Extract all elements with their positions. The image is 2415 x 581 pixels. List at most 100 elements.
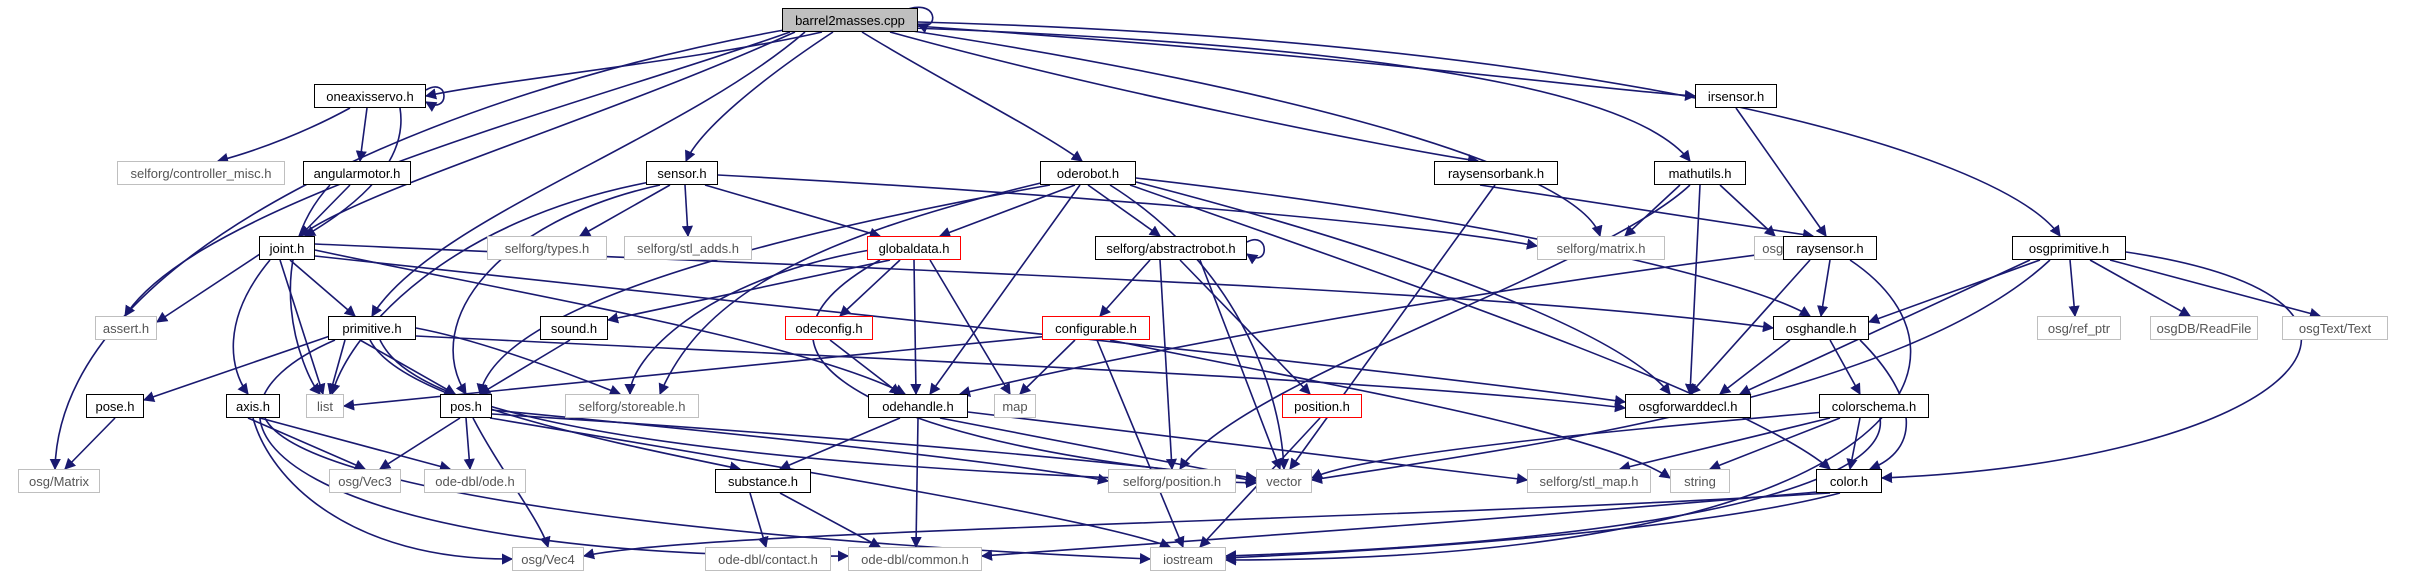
edge-oderobot-osgforwarddecl (1135, 181, 1671, 395)
edge-barrel2masses-osg-matrix (49, 29, 785, 471)
node-mathutils-h[interactable]: mathutils.h (1654, 161, 1746, 185)
edge-oneaxisservo-angularmotor (355, 107, 368, 163)
edge-joint-list (279, 259, 326, 396)
node-position-h[interactable]: position.h (1282, 394, 1362, 418)
node-pose-h[interactable]: pose.h (86, 394, 144, 418)
edge-barrel2masses-joint (299, 31, 796, 237)
node-odehandle-h[interactable]: odehandle.h (868, 394, 968, 418)
edge-oderobot-odehandle (929, 184, 1081, 395)
node-ode-dbl-common-h: ode-dbl/common.h (848, 547, 982, 571)
node-osg-vec3: osg/Vec3 (329, 469, 401, 493)
node-raysensorbank-h[interactable]: raysensorbank.h (1434, 161, 1558, 185)
node-osg-vec4: osg/Vec4 (512, 547, 584, 571)
edge-barrel2masses-osgprimitive (917, 21, 2061, 237)
node-globaldata-h[interactable]: globaldata.h (867, 236, 961, 260)
edge-joint-assert (156, 253, 261, 323)
edge-sensor-selforg-matrix (717, 174, 1539, 250)
edge-colorschema-color (1846, 417, 1861, 471)
edge-abstractrobot-selforg-position (1159, 259, 1178, 471)
node-pos-h[interactable]: pos.h (440, 394, 492, 418)
edge-odehandle-ode-common (910, 417, 922, 549)
edge-globaldata-map (929, 259, 1011, 395)
edge-axis-osg-vec4 (252, 417, 514, 565)
edge-sound-pos (479, 339, 571, 395)
edge-configurable-map (1019, 339, 1076, 395)
node-sound-h[interactable]: sound.h (540, 316, 608, 340)
node-raysensor-h[interactable]: raysensor.h (1783, 236, 1877, 260)
node-string: string (1670, 469, 1730, 493)
node-color-h[interactable]: color.h (1816, 469, 1882, 493)
edge-colorschema-stl-map (1618, 417, 1831, 473)
edge-irsensor-raysensor (1735, 107, 1827, 237)
edge-osghandle-colorschema (1829, 339, 1861, 395)
edge-barrel2masses-selforg-matrix (905, 29, 1603, 238)
edge-osgprimitive-ref-ptr (2068, 259, 2080, 318)
node-sensor-h[interactable]: sensor.h (646, 161, 718, 185)
edge-joint-osgforwarddecl (314, 255, 1627, 407)
node-colorschema-h[interactable]: colorschema.h (1819, 394, 1929, 418)
node-osg-ref-ptr: osg/ref_ptr (2037, 316, 2121, 340)
node-ode-dbl-ode-h: ode-dbl/ode.h (424, 469, 526, 493)
edge-sensor-globaldata (704, 184, 882, 239)
edge-oderobot-storeable (658, 181, 1046, 396)
node-oderobot-h[interactable]: oderobot.h (1040, 161, 1136, 185)
node-list: list (306, 394, 344, 418)
edge-sensor-list (329, 181, 651, 396)
node-oneaxisservo-h[interactable]: oneaxisservo.h (314, 84, 426, 108)
edge-axis-ode-h (259, 417, 452, 472)
node-osgforwarddecl-h[interactable]: osgforwarddecl.h (1625, 394, 1751, 418)
node-angularmotor-h[interactable]: angularmotor.h (303, 161, 411, 185)
node-osgprimitive-h[interactable]: osgprimitive.h (2012, 236, 2126, 260)
node-substance-h[interactable]: substance.h (715, 469, 811, 493)
edge-raysensorbank-raysensor (1479, 184, 1815, 241)
node-configurable-h[interactable]: configurable.h (1042, 316, 1150, 340)
node-vector: vector (1256, 469, 1312, 493)
edge-osgprimitive-osgforwarddecl (1738, 259, 2031, 395)
edge-substance-ode-common (779, 492, 881, 548)
edge-configurable-string (1109, 339, 1671, 479)
edge-barrel2masses-irsensor (915, 25, 1697, 101)
node-irsensor-h[interactable]: irsensor.h (1695, 84, 1777, 108)
node-axis-h[interactable]: axis.h (226, 394, 280, 418)
edge-osghandle-osgforwarddecl (1719, 339, 1791, 395)
node-selforg-abstractrobot-h[interactable]: selforg/abstractrobot.h (1095, 236, 1247, 260)
edge-primitive-osgforwarddecl (415, 335, 1627, 413)
node-odeconfig-h[interactable]: odeconfig.h (785, 316, 873, 340)
edge-angularmotor-joint (299, 184, 351, 237)
node-osghandle-h[interactable]: osghandle.h (1773, 316, 1869, 340)
edge-pos-osg-vec3 (379, 417, 461, 470)
node-selforg-types-h: selforg/types.h (487, 236, 607, 260)
edge-odehandle-substance (778, 417, 901, 471)
node-selforg-stl-map-h: selforg/stl_map.h (1527, 469, 1651, 493)
edge-mathutils-selforg-matrix (1624, 184, 1681, 237)
edge-odehandle-vector (939, 417, 1258, 483)
edge-pose-osg-matrix (64, 417, 116, 470)
edge-osgprimitive-vector (1310, 259, 2051, 484)
edge-globaldata-odeconfig (839, 259, 901, 317)
node-osgdb-readfile: osgDB/ReadFile (2150, 316, 2258, 340)
edge-oneaxisservo-joint (304, 107, 402, 237)
edge-pos-ode-h (463, 417, 475, 471)
edge-abstractrobot-vector (1199, 259, 1282, 471)
edge-barrel2masses-primitive (371, 31, 806, 317)
edge-raysensorbank-vector (1289, 184, 1496, 470)
node-ode-dbl-contact-h: ode-dbl/contact.h (705, 547, 831, 571)
edge-raysensor-odehandle (958, 249, 1796, 398)
edge-odeconfig-odehandle (829, 339, 901, 395)
edge-osgprimitive-color (1880, 251, 2303, 484)
edge-sensor-types (579, 184, 671, 237)
edge-abstractrobot-self (1246, 239, 1266, 265)
node-joint-h[interactable]: joint.h (259, 236, 315, 260)
edge-oneaxisservo-self (425, 86, 445, 112)
edge-mathutils-selforg-position (1179, 184, 1691, 470)
node-primitive-h[interactable]: primitive.h (328, 316, 416, 340)
edge-osgprimitive-osgdb-readfile (2089, 259, 2191, 317)
edge-oderobot-color (1129, 184, 1831, 470)
edge-raysensor-osgforwarddecl (1689, 259, 1811, 395)
edge-oderobot-pos (476, 184, 1051, 396)
node-assert-h: assert.h (95, 316, 157, 340)
node-selforg-storeable-h: selforg/storeable.h (565, 394, 699, 418)
edge-sensor-pos (452, 184, 661, 395)
edge-joint-odehandle (314, 249, 906, 395)
edge-globaldata-vector (811, 259, 1258, 483)
